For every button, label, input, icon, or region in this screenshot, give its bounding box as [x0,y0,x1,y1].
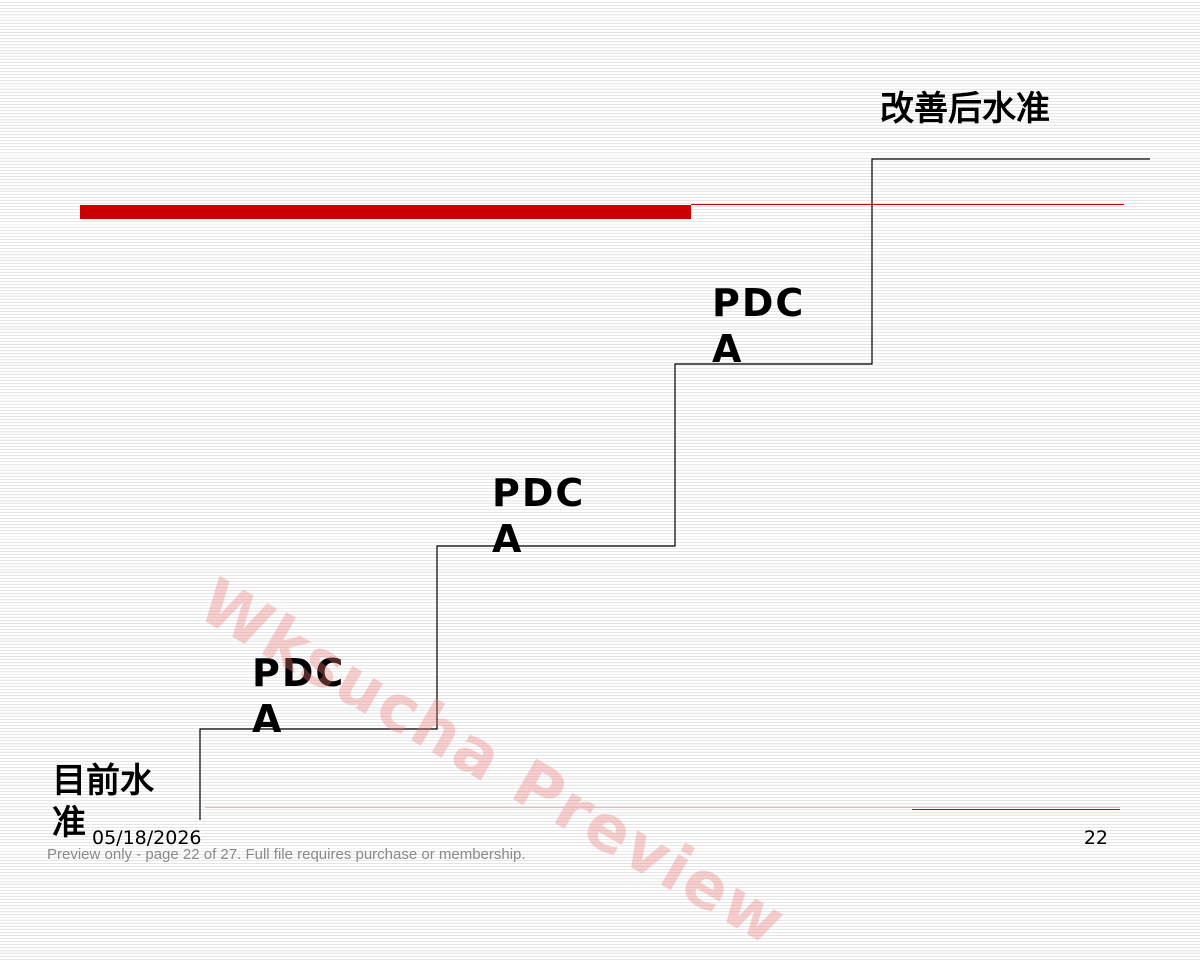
staircase-diagram [199,158,1150,820]
improved-level-label: 改善后水准 [880,89,1050,129]
title-accent-line [691,204,1124,205]
title-accent-bar [80,205,691,219]
footer-divider [205,807,1120,808]
preview-notice: Preview only - page 22 of 27. Full file … [47,846,526,863]
step-1-label: PDCA [252,651,346,741]
page-number: 22 [1083,827,1108,849]
current-level-label: 目前水准 [52,761,154,843]
step-2-label: PDCA [492,471,586,561]
footer-date: 05/18/2026 [92,827,202,849]
step-3-label: PDCA [712,281,806,371]
footer-accent-line [912,809,1120,810]
staircase-line [199,158,1150,820]
